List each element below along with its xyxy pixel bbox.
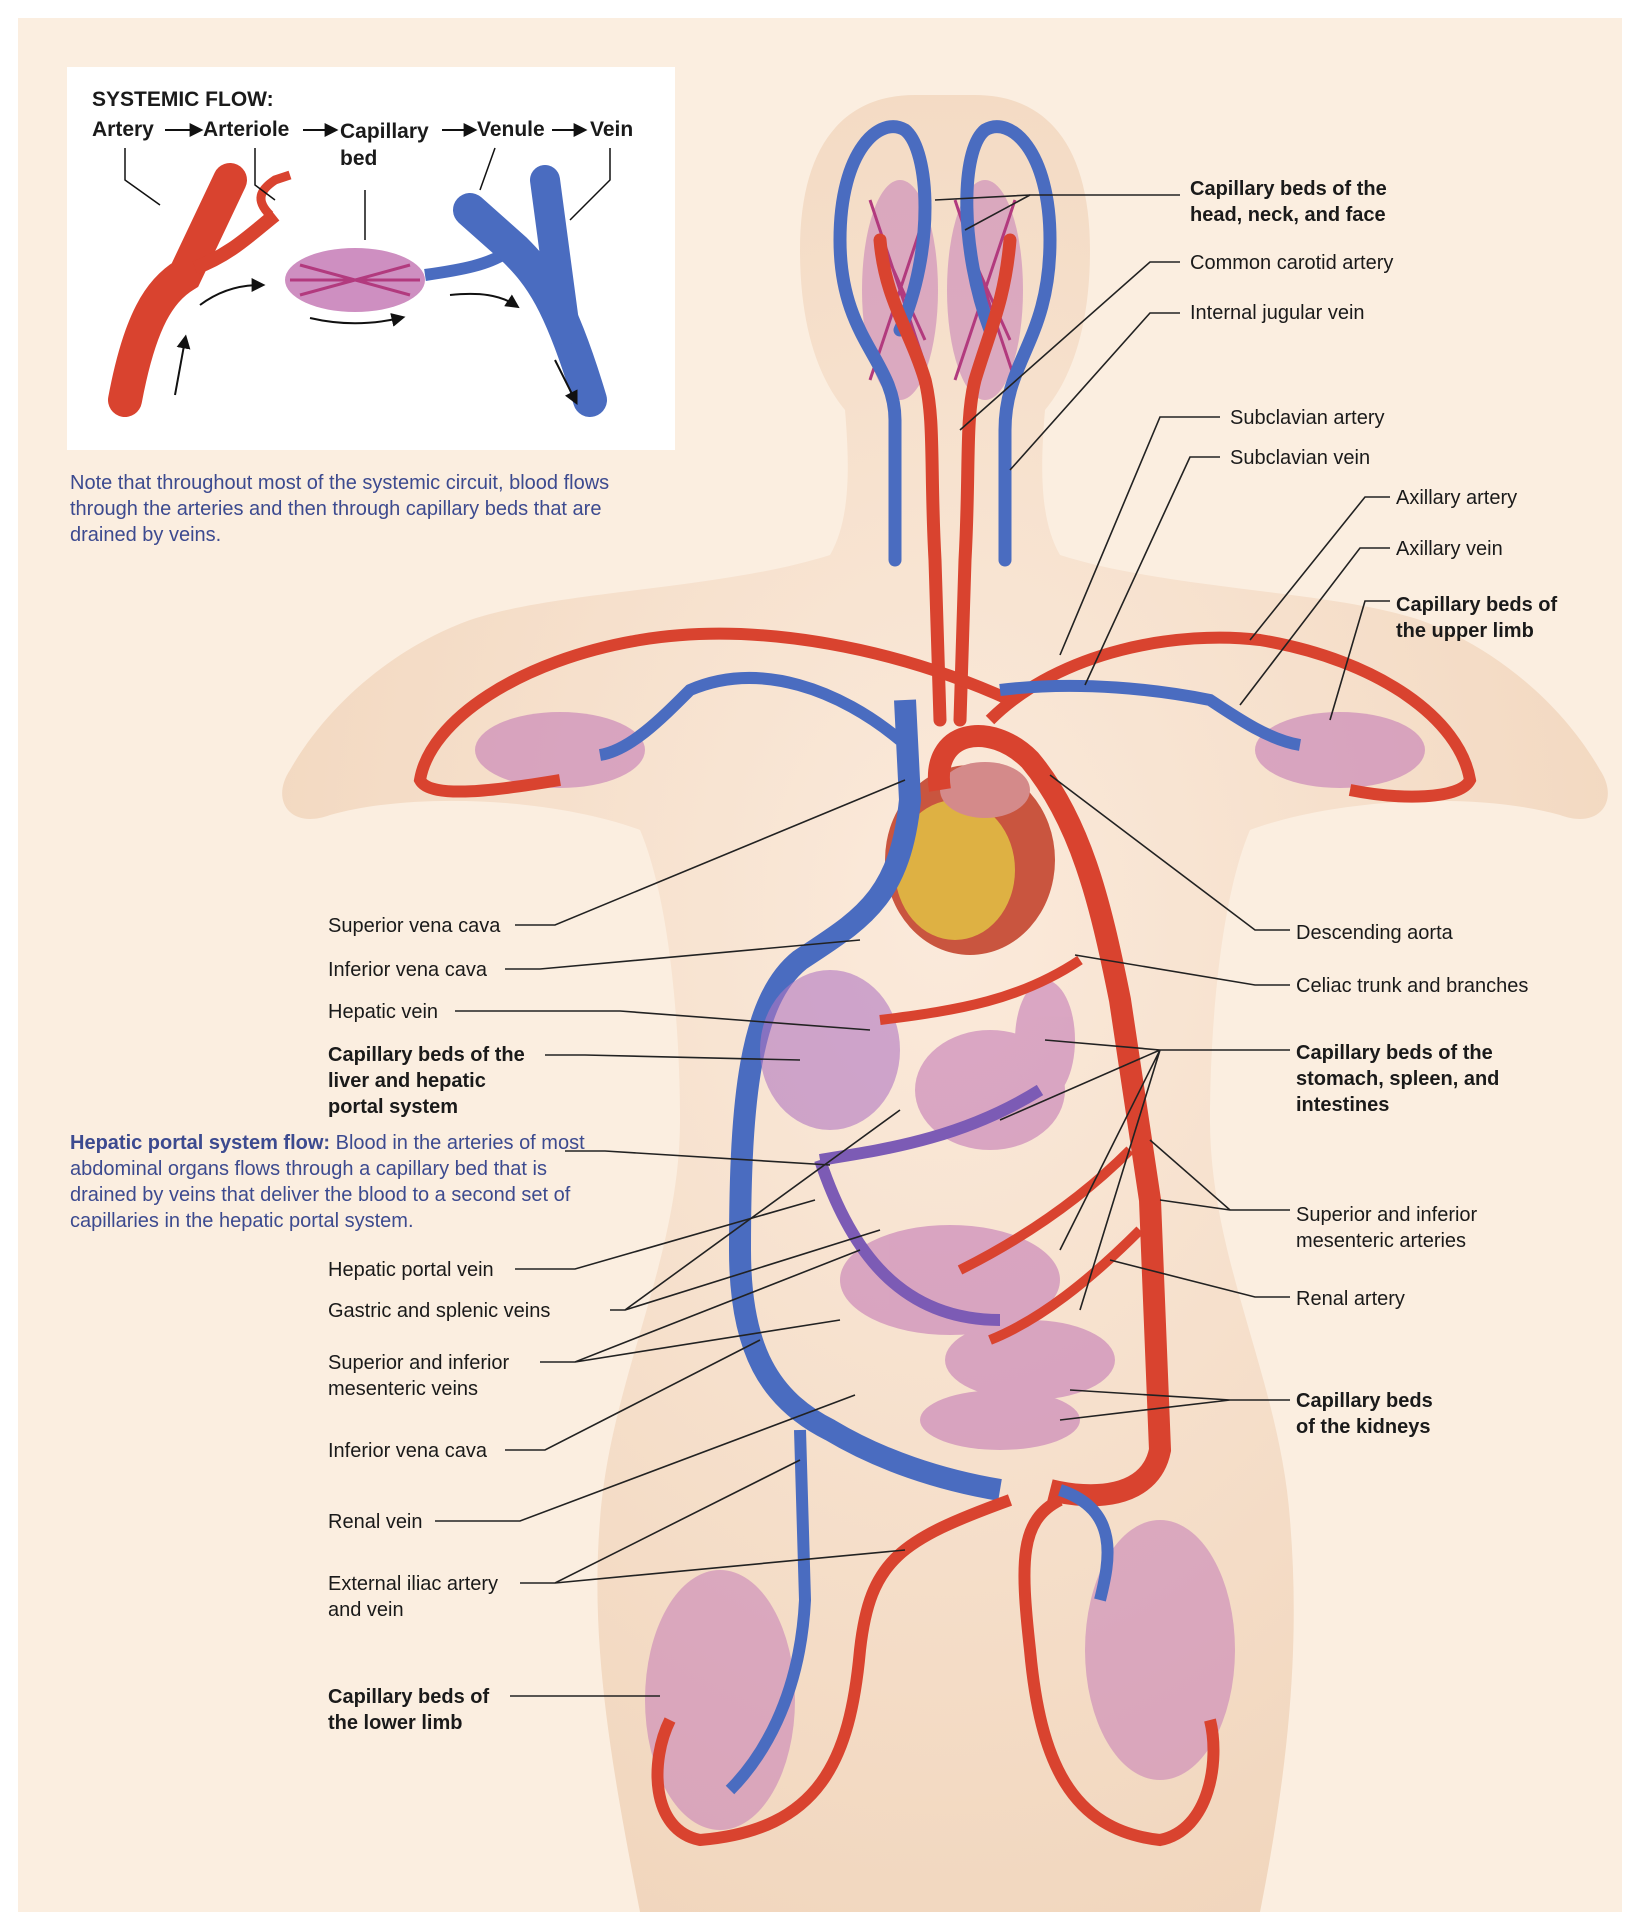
inset-step-capillary-bed: Capillary bed xyxy=(340,120,429,170)
right-arm-artery xyxy=(985,631,1477,803)
label-capillary-beds-lower-limb: Capillary beds of the lower limb xyxy=(328,1686,490,1734)
left-leg-capillary-bed xyxy=(645,1570,795,1830)
left-arm-capillary-bed xyxy=(475,712,645,788)
heart xyxy=(885,762,1055,955)
mesenteric-arteries xyxy=(879,955,1144,1345)
label-external-iliac: External iliac artery and vein xyxy=(328,1573,499,1621)
hepatic-portal-note: Hepatic portal system flow: Blood in the… xyxy=(70,1130,590,1234)
inset-step-artery: Artery xyxy=(92,118,154,141)
label-inferior-vena-cava-lower: Inferior vena cava xyxy=(328,1440,487,1462)
inset-vessels xyxy=(108,163,607,417)
right-leader-lines xyxy=(934,194,1390,1421)
head-vein-loop-right xyxy=(960,120,1057,567)
label-inferior-vena-cava-upper: Inferior vena cava xyxy=(328,959,487,981)
inset-step-arteriole: Arteriole xyxy=(203,118,290,141)
label-hepatic-portal-vein: Hepatic portal vein xyxy=(328,1259,494,1281)
label-gastric-splenic-veins: Gastric and splenic veins xyxy=(328,1300,551,1322)
systemic-circuit-note: Note that throughout most of the systemi… xyxy=(70,472,610,546)
label-capillary-beds-liver: Capillary beds of the liver and hepatic … xyxy=(328,1044,525,1118)
label-axillary-vein: Axillary vein xyxy=(1396,538,1503,560)
body-silhouette xyxy=(282,95,1608,1912)
label-common-carotid-artery: Common carotid artery xyxy=(1190,252,1394,274)
label-internal-jugular-vein: Internal jugular vein xyxy=(1190,302,1365,324)
portal-vein xyxy=(814,1084,1044,1326)
inset-leader-lines xyxy=(124,147,611,240)
hepatic-portal-note-text: Blood in the arteries of most abdominal … xyxy=(70,1132,585,1232)
left-leg-artery xyxy=(651,1494,1013,1847)
carotid-artery-right xyxy=(953,233,1017,727)
label-capillary-beds-head: Capillary beds of the head, neck, and fa… xyxy=(1190,178,1387,226)
aorta xyxy=(927,725,1172,1507)
label-subclavian-artery: Subclavian artery xyxy=(1230,407,1385,429)
inset-step-venule: Venule xyxy=(477,118,545,141)
head-vein-loop-left xyxy=(833,120,932,567)
label-capillary-beds-upper-limb: Capillary beds of the upper limb xyxy=(1396,594,1558,642)
label-superior-vena-cava: Superior vena cava xyxy=(328,915,501,937)
label-mesenteric-arteries: Superior and inferior mesenteric arterie… xyxy=(1296,1204,1478,1252)
inset-step-vein: Vein xyxy=(590,118,634,141)
label-mesenteric-veins: Superior and inferior mesenteric veins xyxy=(328,1352,510,1400)
label-capillary-beds-stomach: Capillary beds of the stomach, spleen, a… xyxy=(1296,1042,1500,1116)
label-capillary-beds-kidneys: Capillary beds of the kidneys xyxy=(1296,1390,1433,1438)
inset-title: SYSTEMIC FLOW: xyxy=(92,88,274,111)
label-subclavian-vein: Subclavian vein xyxy=(1230,447,1371,469)
label-renal-artery: Renal artery xyxy=(1296,1288,1405,1310)
label-axillary-artery: Axillary artery xyxy=(1396,487,1518,509)
hepatic-portal-note-heading: Hepatic portal system flow: xyxy=(70,1132,331,1154)
left-leader-lines xyxy=(435,779,906,1697)
right-leg-artery xyxy=(1018,1494,1220,1847)
label-celiac-trunk: Celiac trunk and branches xyxy=(1296,975,1529,997)
right-leg-vein xyxy=(1057,1484,1114,1602)
right-leg-capillary-bed xyxy=(1085,1520,1235,1780)
label-renal-vein: Renal vein xyxy=(328,1511,423,1533)
carotid-artery-left xyxy=(873,233,947,727)
abdominal-capillary-beds xyxy=(760,970,1115,1450)
label-hepatic-vein: Hepatic vein xyxy=(328,1001,439,1023)
label-descending-aorta: Descending aorta xyxy=(1296,922,1453,944)
right-arm-vein xyxy=(999,679,1302,751)
left-arm-vein xyxy=(598,672,904,761)
left-leg-vein xyxy=(725,1429,812,1795)
right-arm-capillary-bed xyxy=(1255,712,1425,788)
left-arm-artery xyxy=(413,627,1013,798)
